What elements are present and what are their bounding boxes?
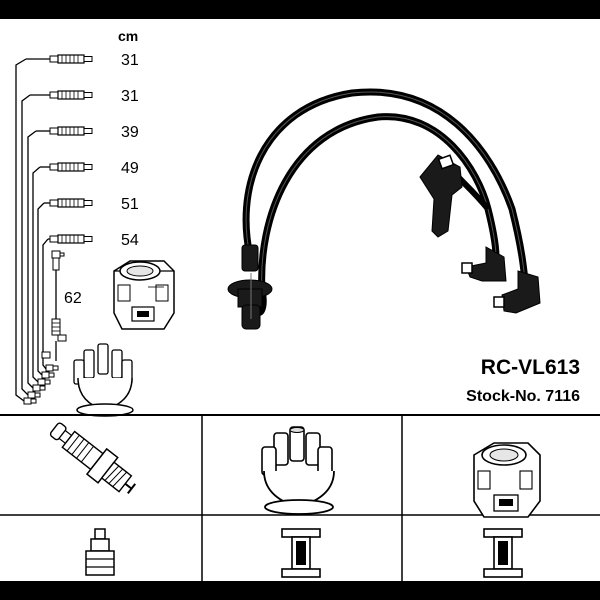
spark-plug-terminal-icon: [85, 528, 115, 576]
product-diagram-sheet: cm 31 31 39 49: [0, 19, 600, 581]
cable-length-label: 51: [121, 196, 139, 213]
cable-row-7: 62: [51, 250, 82, 342]
distributor-cap-icon: [261, 426, 335, 515]
component-grid: [0, 414, 600, 581]
cable-row-6: 54: [48, 232, 139, 249]
product-code: RC-VL613: [481, 356, 580, 379]
ignition-cable-set-diagram: cm 31 31 39 49: [0, 28, 600, 581]
angled-boot-upper: [419, 154, 463, 238]
cable-row-3: 39: [36, 124, 139, 141]
cable-length-label: 62: [64, 290, 82, 307]
ignition-coil-icon: [473, 442, 541, 518]
cable-length-label: 31: [121, 52, 139, 69]
cable-row-5: 51: [44, 196, 139, 213]
cable-length-schematic: cm 31 31 39 49: [15, 28, 139, 405]
stock-number: Stock-No. 7116: [466, 388, 580, 405]
distributor-cap-small-icon: [73, 343, 134, 417]
coil-terminal-icon: [483, 528, 523, 578]
cable-length-label: 54: [121, 232, 139, 249]
cable-length-label: 49: [121, 160, 139, 177]
coil-small-icon: [113, 260, 175, 330]
straight-plug-boot: [227, 244, 273, 330]
distributor-terminal-icon: [281, 528, 321, 578]
distributor-end-terminals: [23, 341, 59, 405]
length-unit-label: cm: [118, 28, 138, 44]
cable-row-2: 31: [30, 88, 139, 105]
angled-boot-middle: [461, 246, 507, 282]
angled-boot-lower: [493, 270, 541, 314]
ignition-cable-drawing: [227, 88, 541, 330]
spark-plug-icon: [49, 422, 137, 494]
cable-length-label: 31: [121, 88, 139, 105]
cable-row-1: 31: [26, 52, 139, 69]
cable-length-label: 39: [121, 124, 139, 141]
cable-row-4: 49: [40, 160, 139, 177]
